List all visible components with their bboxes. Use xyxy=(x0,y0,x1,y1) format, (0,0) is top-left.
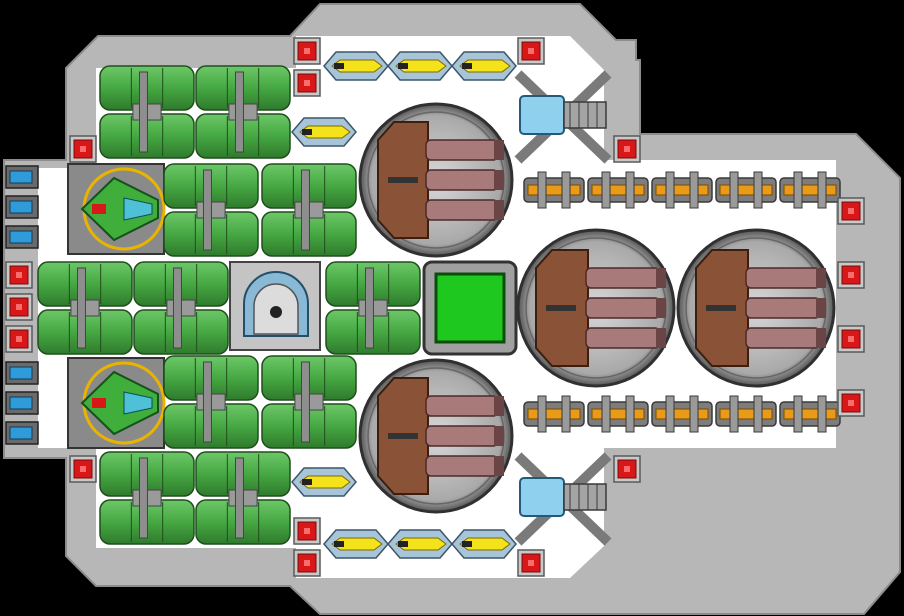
missile-launcher-icon[interactable] xyxy=(451,529,517,559)
armor-block-icon[interactable] xyxy=(517,37,545,65)
laser-emitter-icon[interactable] xyxy=(779,395,841,433)
missile-launcher-icon[interactable] xyxy=(323,51,389,81)
pipe-segment-icon[interactable] xyxy=(261,163,357,257)
cockpit-icon[interactable] xyxy=(67,357,166,449)
pipe-segment-icon[interactable] xyxy=(99,451,195,545)
gyroscope-icon[interactable] xyxy=(514,70,612,164)
armor-block-icon[interactable] xyxy=(5,293,33,321)
thruster-icon[interactable] xyxy=(5,361,39,445)
missile-launcher-icon[interactable] xyxy=(387,529,453,559)
armor-block-icon[interactable] xyxy=(517,549,545,577)
pipe-segment-icon[interactable] xyxy=(133,261,229,355)
gyroscope-icon[interactable] xyxy=(514,452,612,546)
laser-emitter-icon[interactable] xyxy=(587,395,649,433)
cannon-turret-icon[interactable] xyxy=(516,228,676,388)
laser-emitter-icon[interactable] xyxy=(587,171,649,209)
laser-emitter-icon[interactable] xyxy=(651,171,713,209)
laser-emitter-icon[interactable] xyxy=(715,171,777,209)
cannon-turret-icon[interactable] xyxy=(676,228,836,388)
laser-emitter-icon[interactable] xyxy=(715,395,777,433)
pipe-segment-icon[interactable] xyxy=(37,261,133,355)
thruster-icon[interactable] xyxy=(5,165,39,249)
pipe-segment-icon[interactable] xyxy=(261,355,357,449)
pipe-segment-icon[interactable] xyxy=(325,261,421,355)
armor-block-icon[interactable] xyxy=(293,517,321,545)
armor-block-icon[interactable] xyxy=(837,261,865,289)
laser-emitter-icon[interactable] xyxy=(651,395,713,433)
cockpit-icon[interactable] xyxy=(67,163,166,255)
armor-block-icon[interactable] xyxy=(837,325,865,353)
cannon-turret-icon[interactable] xyxy=(358,358,514,514)
armor-block-icon[interactable] xyxy=(5,325,33,353)
laser-emitter-icon[interactable] xyxy=(523,171,585,209)
missile-launcher-icon[interactable] xyxy=(291,467,357,497)
missile-launcher-icon[interactable] xyxy=(451,51,517,81)
pipe-segment-icon[interactable] xyxy=(163,355,259,449)
armor-block-icon[interactable] xyxy=(837,389,865,417)
armor-block-icon[interactable] xyxy=(293,549,321,577)
shield-dome-icon[interactable] xyxy=(229,261,321,351)
missile-launcher-icon[interactable] xyxy=(387,51,453,81)
reactor-core-icon[interactable] xyxy=(422,260,518,356)
laser-emitter-icon[interactable] xyxy=(779,171,841,209)
laser-emitter-icon[interactable] xyxy=(523,395,585,433)
pipe-segment-icon[interactable] xyxy=(99,65,195,159)
missile-launcher-icon[interactable] xyxy=(291,117,357,147)
armor-block-icon[interactable] xyxy=(613,455,641,483)
armor-block-icon[interactable] xyxy=(69,135,97,163)
pipe-segment-icon[interactable] xyxy=(195,65,291,159)
armor-block-icon[interactable] xyxy=(293,69,321,97)
armor-block-icon[interactable] xyxy=(837,197,865,225)
missile-launcher-icon[interactable] xyxy=(323,529,389,559)
pipe-segment-icon[interactable] xyxy=(163,163,259,257)
pipe-segment-icon[interactable] xyxy=(195,451,291,545)
armor-block-icon[interactable] xyxy=(69,455,97,483)
armor-block-icon[interactable] xyxy=(613,135,641,163)
armor-block-icon[interactable] xyxy=(5,261,33,289)
cannon-turret-icon[interactable] xyxy=(358,102,514,258)
armor-block-icon[interactable] xyxy=(293,37,321,65)
